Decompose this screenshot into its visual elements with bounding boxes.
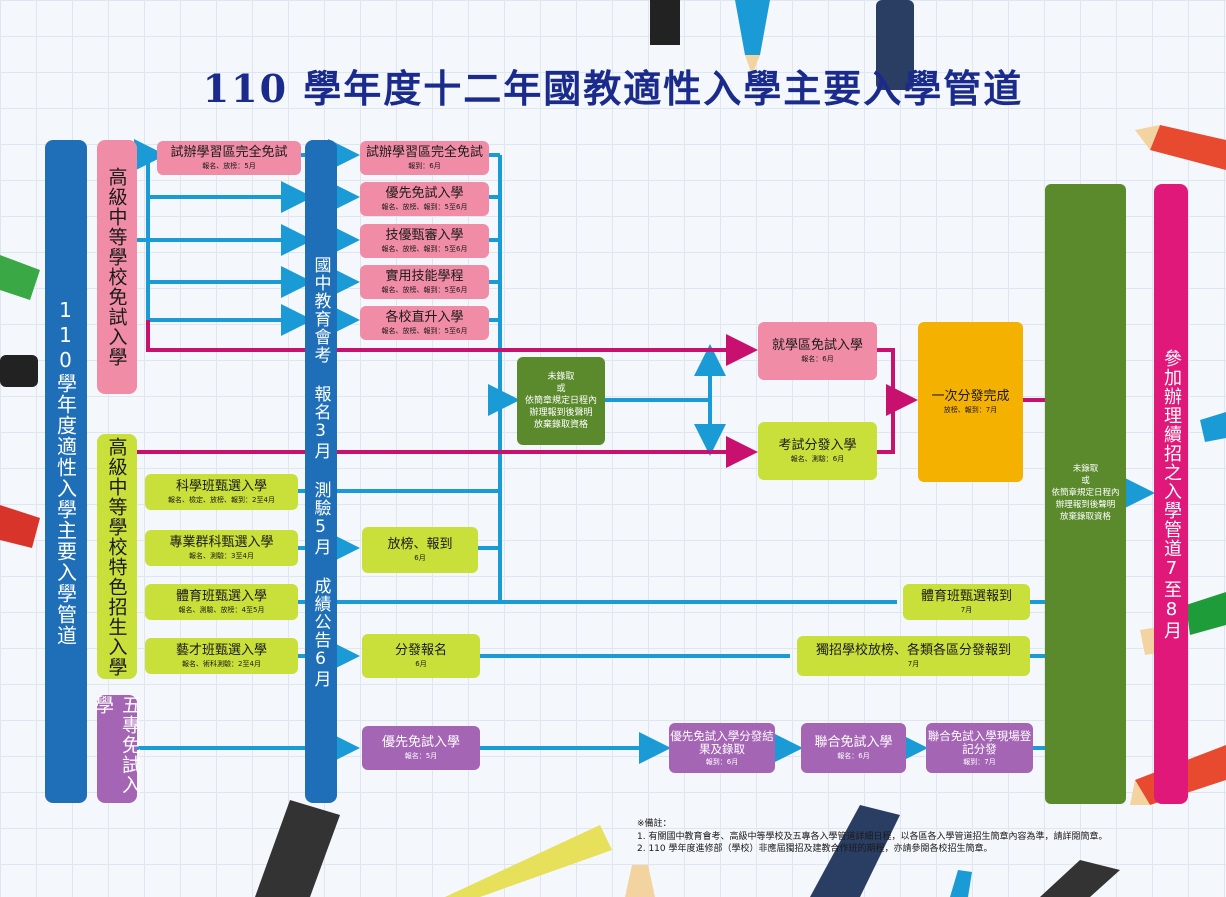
route-sports-class: 體育班甄選入學報名、測驗、放榜：4至5月 bbox=[145, 584, 298, 620]
group-free-admission: 高級中等學校免試入學 bbox=[97, 140, 137, 394]
group-five-year: 五專免試入學 bbox=[92, 695, 141, 803]
route-arts-class: 藝才班甄選入學報名、術科測驗：2至4月 bbox=[145, 638, 298, 674]
one-time-distribution-box: 一次分發完成放榜、報到：7月 bbox=[918, 322, 1023, 482]
route-practical-skills: 實用技能學程報名、放榜、報到：5至6月 bbox=[360, 265, 489, 299]
route-science-class: 科學班甄選入學報名、檢定、放榜、報到：2至4月 bbox=[145, 474, 298, 510]
left-main-bar: 110學年度適性入學主要入學管道 bbox=[45, 140, 87, 803]
unadmitted-box-2: 未錄取或 依簡章規定日程內辦理報到後聲明放棄錄取資格 bbox=[1045, 184, 1126, 804]
note-heading: ※備註： bbox=[637, 819, 672, 829]
notes: ※備註： 1. 有關國中教育會考、高級中等學校及五專各入學管道詳細日程，以各區各… bbox=[637, 818, 1107, 856]
exam-bar: 國中教育會考 報名3月 測驗5月 成績公告6月 bbox=[305, 140, 337, 803]
note-2: 2. 110 學年度進修部（學校）非應屆獨招及建教合作班的期程，亦請參閱各校招生… bbox=[637, 844, 993, 855]
five-joint-free-box: 聯合免試入學報名：6月 bbox=[801, 723, 906, 773]
route-priority-free: 優先免試入學報名、放榜、報到：5至6月 bbox=[360, 182, 489, 216]
exam-distribution-box: 考試分發入學報名、測驗：6月 bbox=[758, 422, 877, 480]
five-priority-result-box: 優先免試入學分發結果及錄取報到：6月 bbox=[669, 723, 775, 773]
district-free-box: 就學區免試入學報名：6月 bbox=[758, 322, 877, 380]
route-pilot-free: 試辦學習區完全免試報到：6月 bbox=[360, 141, 489, 175]
pilot-free-box-left: 試辦學習區完全免試報名、放榜：5月 bbox=[157, 141, 301, 175]
continued-recruitment-bar: 參加辦理續招之入學管道7至8月 bbox=[1154, 184, 1188, 804]
route-professional-class: 專業群科甄選入學報名、測驗：3至4月 bbox=[145, 530, 298, 566]
unadmitted-box-1: 未錄取或 依簡章規定日程內辦理報到後聲明放棄錄取資格 bbox=[517, 357, 605, 445]
five-priority-free-box: 優先免試入學報名：5月 bbox=[362, 726, 480, 770]
page-title: 110 學年度十二年國教適性入學主要入學管道 bbox=[202, 66, 1024, 111]
note-1: 1. 有關國中教育會考、高級中等學校及五專各入學管道詳細日程，以各區各入學管道招… bbox=[637, 831, 1108, 842]
group-special-admission: 高級中等學校特色招生入學 bbox=[97, 434, 137, 679]
route-skills-review: 技優甄審入學報名、放榜、報到：5至6月 bbox=[360, 224, 489, 258]
five-joint-onsite-box: 聯合免試入學現場登記分發報到：7月 bbox=[926, 723, 1033, 773]
route-direct-promotion: 各校直升入學報名、放榜、報到：5至6月 bbox=[360, 306, 489, 340]
